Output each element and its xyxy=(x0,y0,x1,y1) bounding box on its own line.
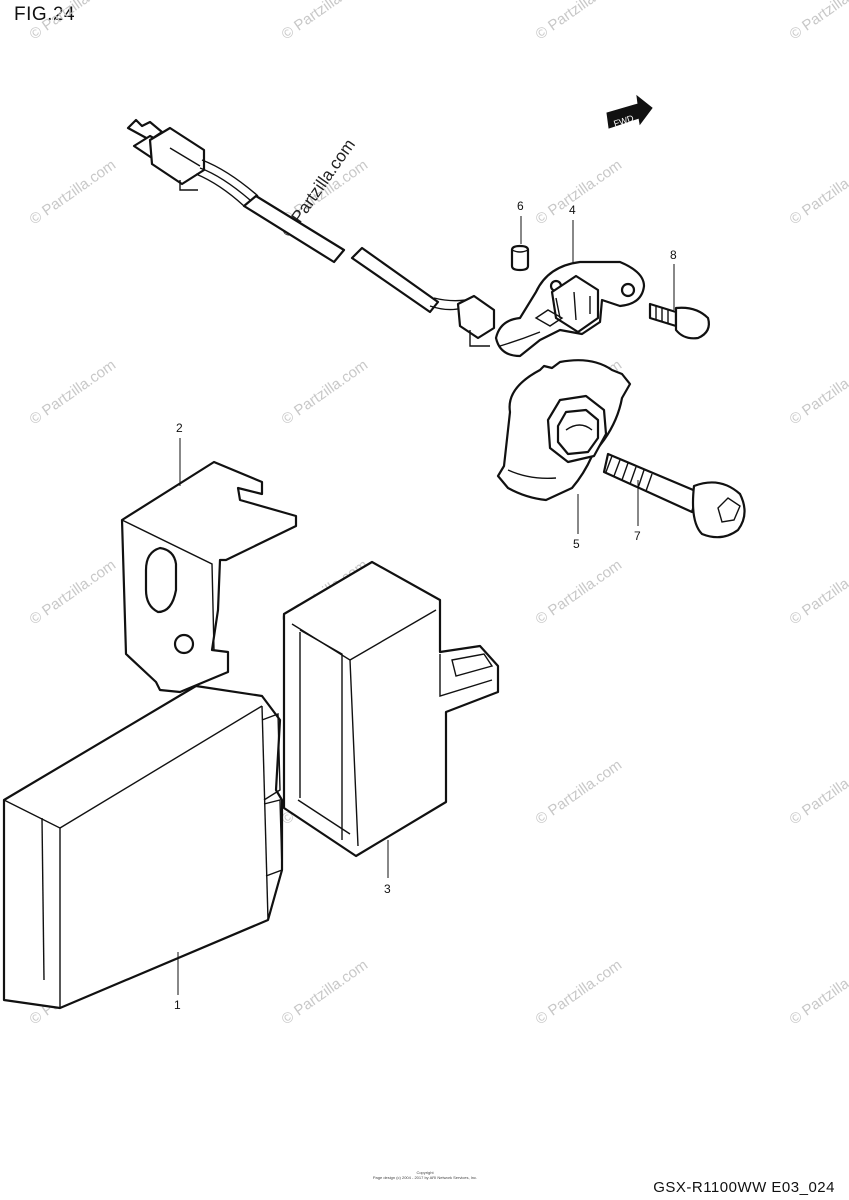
watermark-text: © Partzilla.com xyxy=(279,0,372,43)
callout-6: 6 xyxy=(517,199,524,244)
copyright-notice: Copyright Page design (c) 2004 - 2017 by… xyxy=(360,1170,490,1180)
copyright-line-2: Page design (c) 2004 - 2017 by ARI Netwo… xyxy=(372,1175,478,1180)
callout-label-1: 1 xyxy=(174,998,181,1012)
watermark-text: © Partzilla.com xyxy=(533,156,626,228)
ignitor-unit-part-1 xyxy=(2,684,284,1010)
watermark-text: © Partzilla.com xyxy=(533,0,626,43)
watermark-text: © Partzilla.com xyxy=(279,956,372,1028)
callout-1: 1 xyxy=(174,952,181,1012)
fwd-badge: FWD xyxy=(606,94,653,129)
callout-label-3: 3 xyxy=(384,882,391,896)
callout-label-8: 8 xyxy=(670,248,677,262)
watermark-text: © Partzilla.com xyxy=(533,556,626,628)
callout-label-4: 4 xyxy=(569,203,576,217)
wire-harness xyxy=(126,118,496,347)
watermark-text: © Partzilla.com xyxy=(787,956,849,1028)
dowel-pin-part-6 xyxy=(510,244,530,272)
copyright-line-1: Copyright xyxy=(416,1170,434,1175)
watermark-text: © Partzilla.com xyxy=(787,556,849,628)
watermark-text: © Partzilla.com xyxy=(533,956,626,1028)
watermark-text: © Partzilla.com xyxy=(533,756,626,828)
rubber-holder-part-3 xyxy=(282,560,500,858)
callout-4: 4 xyxy=(569,203,576,264)
screw-part-8 xyxy=(648,302,710,340)
watermark-text: © Partzilla.com xyxy=(787,0,849,43)
watermark-text: © Partzilla.com xyxy=(27,356,120,428)
watermark-text: © Partzilla.com xyxy=(787,156,849,228)
watermark-text: © Partzilla.com xyxy=(787,356,849,428)
callout-5: 5 xyxy=(573,494,580,551)
callout-label-7: 7 xyxy=(634,529,641,543)
watermark-text: © Partzilla.com xyxy=(27,0,120,43)
callout-label-6: 6 xyxy=(517,199,524,213)
signal-rotor-part-5 xyxy=(496,359,632,502)
watermark-text: © Partzilla.com xyxy=(27,556,120,628)
watermark-text: © Partzilla.com xyxy=(279,356,372,428)
callout-label-5: 5 xyxy=(573,537,580,551)
watermark-text: © Partzilla.com xyxy=(787,756,849,828)
pickup-coil-part-4 xyxy=(494,260,646,358)
diagram-code: GSX-R1100WW E03_024 xyxy=(653,1179,835,1196)
bolt-part-7 xyxy=(602,452,746,539)
callout-8: 8 xyxy=(670,248,677,310)
figure-title: FIG.24 xyxy=(14,4,76,25)
callout-3: 3 xyxy=(384,840,391,896)
callout-7: 7 xyxy=(634,480,641,543)
callout-label-2: 2 xyxy=(176,421,183,435)
bracket-part-2 xyxy=(120,460,298,694)
callout-2: 2 xyxy=(176,421,183,486)
watermark-text: © Partzilla.com xyxy=(27,156,120,228)
